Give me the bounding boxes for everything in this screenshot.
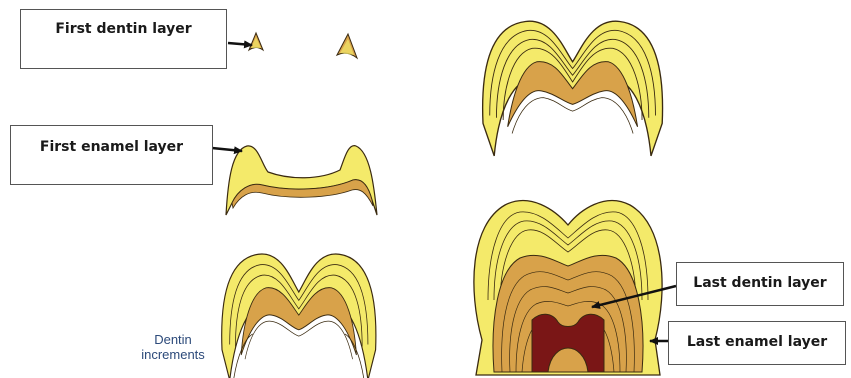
label-last-enamel-layer: Last enamel layer: [668, 321, 846, 365]
label-last-dentin-layer: Last dentin layer: [676, 262, 844, 306]
label-last-enamel-text: Last enamel layer: [669, 334, 845, 350]
label-dentin-increments: Dentin increments: [128, 332, 218, 362]
label-last-dentin-text: Last dentin layer: [677, 275, 843, 291]
stage-4-crown: [483, 21, 663, 156]
stage-3-crown: [222, 254, 376, 378]
stage-2-thin-arch: [226, 146, 377, 215]
label-first-enamel-layer: First enamel layer: [10, 125, 213, 185]
label-first-dentin-text: First dentin layer: [21, 21, 226, 37]
arrow-first-dentin: [228, 43, 252, 45]
arrow-first-enamel: [212, 148, 242, 151]
label-first-dentin-layer: First dentin layer: [20, 9, 227, 69]
stage-5-complete-tooth: [474, 201, 662, 375]
stage-1-dentin-cones: [249, 33, 357, 58]
label-dentin-increments-line1: Dentin: [128, 332, 218, 347]
label-dentin-increments-line2: increments: [128, 347, 218, 362]
label-first-enamel-text: First enamel layer: [11, 139, 212, 155]
